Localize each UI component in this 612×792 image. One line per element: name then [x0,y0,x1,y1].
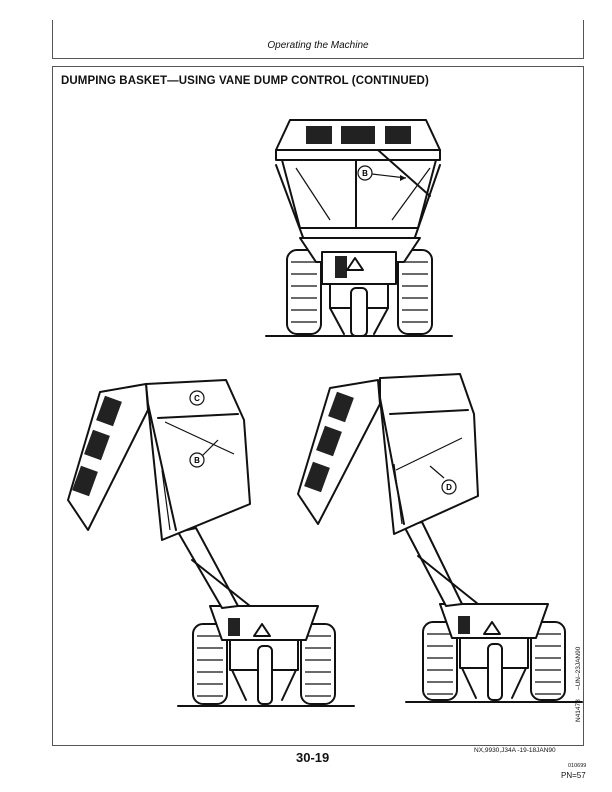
callout-b-top: B [357,165,407,181]
content-box [52,66,584,746]
rear-view-machine [265,119,453,337]
svg-text:B: B [362,169,368,178]
header-rule [52,58,584,59]
pn-number: PN=57 [561,771,586,780]
figure-date-code: –UN–23JAN90 [575,646,582,690]
svg-text:D: D [446,483,452,492]
svg-text:C: C [194,394,200,403]
doc-code: 010699 [568,763,587,769]
raised-basket-right [297,373,583,703]
callout-b-left: B [189,439,219,468]
page-number: 30-19 [296,750,330,765]
figure-code: N41478 [575,699,582,722]
svg-text:B: B [194,456,200,465]
callout-d: D [429,465,457,495]
page-title: DUMPING BASKET—USING VANE DUMP CONTROL (… [61,75,429,87]
footer-reference: NX,9930,J34A -19-18JAN90 [474,747,556,754]
header-frame [52,20,584,58]
callout-c: C [189,390,205,406]
section-header: Operating the Machine [267,40,369,51]
raised-basket-left [67,379,355,707]
